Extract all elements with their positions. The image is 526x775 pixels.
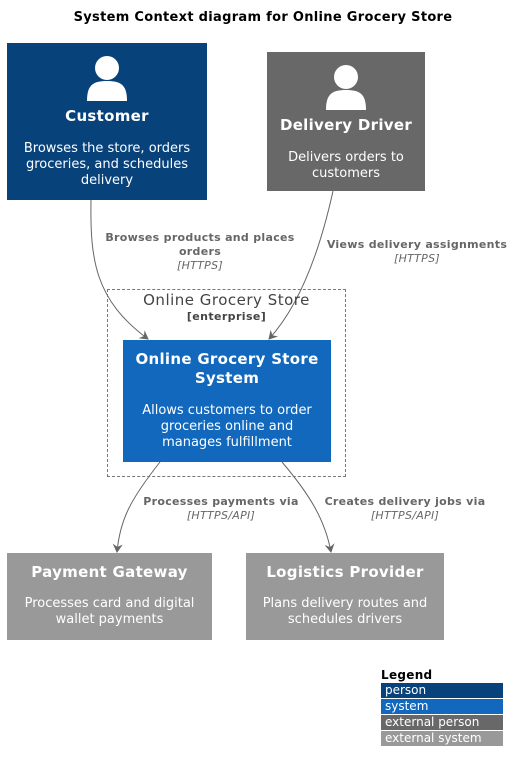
relation-driver-system-label: Views delivery assignments [HTTPS] (318, 238, 516, 266)
payment-name: Payment Gateway (31, 563, 188, 581)
relation-tech: [HTTPS] (393, 252, 440, 265)
enterprise-boundary (107, 289, 346, 477)
diagram-title: System Context diagram for Online Grocer… (73, 10, 453, 25)
relation-tech: [HTTPS/API] (370, 509, 440, 522)
system-name: Online Grocery Store System (135, 350, 319, 387)
legend-item-external-system: external system (381, 731, 503, 746)
boundary-type: [enterprise] (186, 310, 267, 323)
edge-system-to-payment (112, 461, 161, 553)
relation-tech: [HTTPS/API] (186, 509, 256, 522)
online-grocery-store-system: Online Grocery Store System Allows custo… (123, 340, 331, 462)
person-icon (87, 56, 127, 101)
relation-label: Creates delivery jobs via (324, 495, 486, 508)
relation-label: Browses products and places orders (105, 231, 295, 258)
payment-description: Processes card and digital wallet paymen… (24, 596, 195, 627)
system-description: Allows customers to order groceries onli… (142, 403, 312, 450)
boundary-name: Online Grocery Store (143, 291, 310, 309)
payment-gateway-system: Payment Gateway Processes card and digit… (7, 553, 212, 640)
legend: Legend person system external person ext… (381, 668, 503, 747)
logistics-name: Logistics Provider (266, 563, 424, 581)
driver-description: Delivers orders to customers (288, 150, 404, 181)
legend-item-person: person (381, 683, 503, 698)
relation-tech: [HTTPS] (176, 259, 223, 272)
relation-label: Views delivery assignments (326, 238, 508, 251)
logistics-provider-system: Logistics Provider Plans delivery routes… (246, 553, 444, 640)
edge-customer-to-system (90, 199, 149, 340)
relation-system-logistics-label: Creates delivery jobs via [HTTPS/API] (315, 495, 495, 523)
delivery-driver-person: Delivery Driver Delivers orders to custo… (267, 52, 425, 191)
relation-label: Processes payments via (143, 495, 299, 508)
relation-customer-system-label: Browses products and places orders [HTTP… (98, 231, 302, 273)
customer-description: Browses the store, orders groceries, and… (23, 141, 191, 188)
legend-item-system: system (381, 699, 503, 714)
person-icon (326, 65, 366, 110)
legend-item-external-person: external person (381, 715, 503, 730)
logistics-description: Plans delivery routes and schedules driv… (262, 596, 428, 627)
legend-title: Legend (381, 668, 433, 682)
relation-system-payment-label: Processes payments via [HTTPS/API] (134, 495, 308, 523)
edge-driver-to-system (268, 190, 334, 340)
driver-name: Delivery Driver (279, 116, 413, 134)
edge-system-to-logistics (281, 461, 335, 553)
customer-name: Customer (65, 107, 149, 125)
customer-person: Customer Browses the store, orders groce… (7, 43, 207, 200)
